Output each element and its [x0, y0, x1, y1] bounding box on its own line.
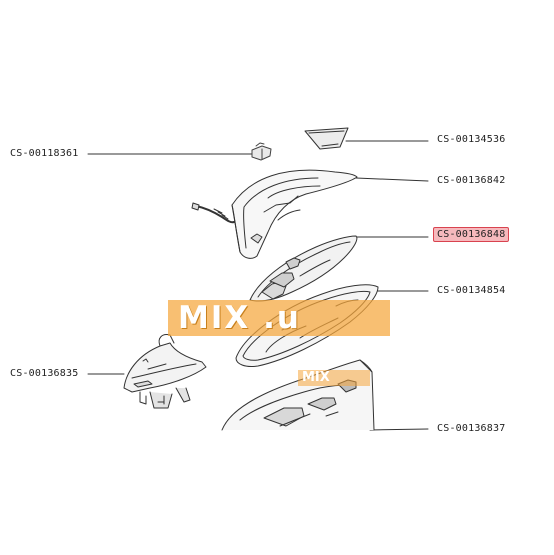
cover-plate-part: [304, 127, 349, 150]
handle-rear-part: [123, 334, 207, 409]
part-label-cs-00118361[interactable]: CS-00118361: [10, 148, 79, 159]
iron-housing-part: [191, 169, 358, 259]
clip-part: [251, 142, 272, 161]
part-label-cs-00136848[interactable]: CS-00136848: [433, 227, 510, 242]
part-label-cs-00136835[interactable]: CS-00136835: [10, 368, 79, 379]
watermark-logo-small: MIX: [298, 370, 370, 386]
part-label-cs-00134536[interactable]: CS-00134536: [437, 134, 506, 145]
leader-line-p3: [355, 177, 429, 182]
part-label-cs-00134854[interactable]: CS-00134854: [437, 285, 506, 296]
inner-plate-part: [249, 235, 358, 302]
watermark-logo: MIX .u: [168, 300, 390, 336]
part-label-cs-00136842[interactable]: CS-00136842: [437, 175, 506, 186]
part-label-cs-00136837[interactable]: CS-00136837: [437, 423, 506, 434]
leader-line-p7: [369, 428, 429, 431]
